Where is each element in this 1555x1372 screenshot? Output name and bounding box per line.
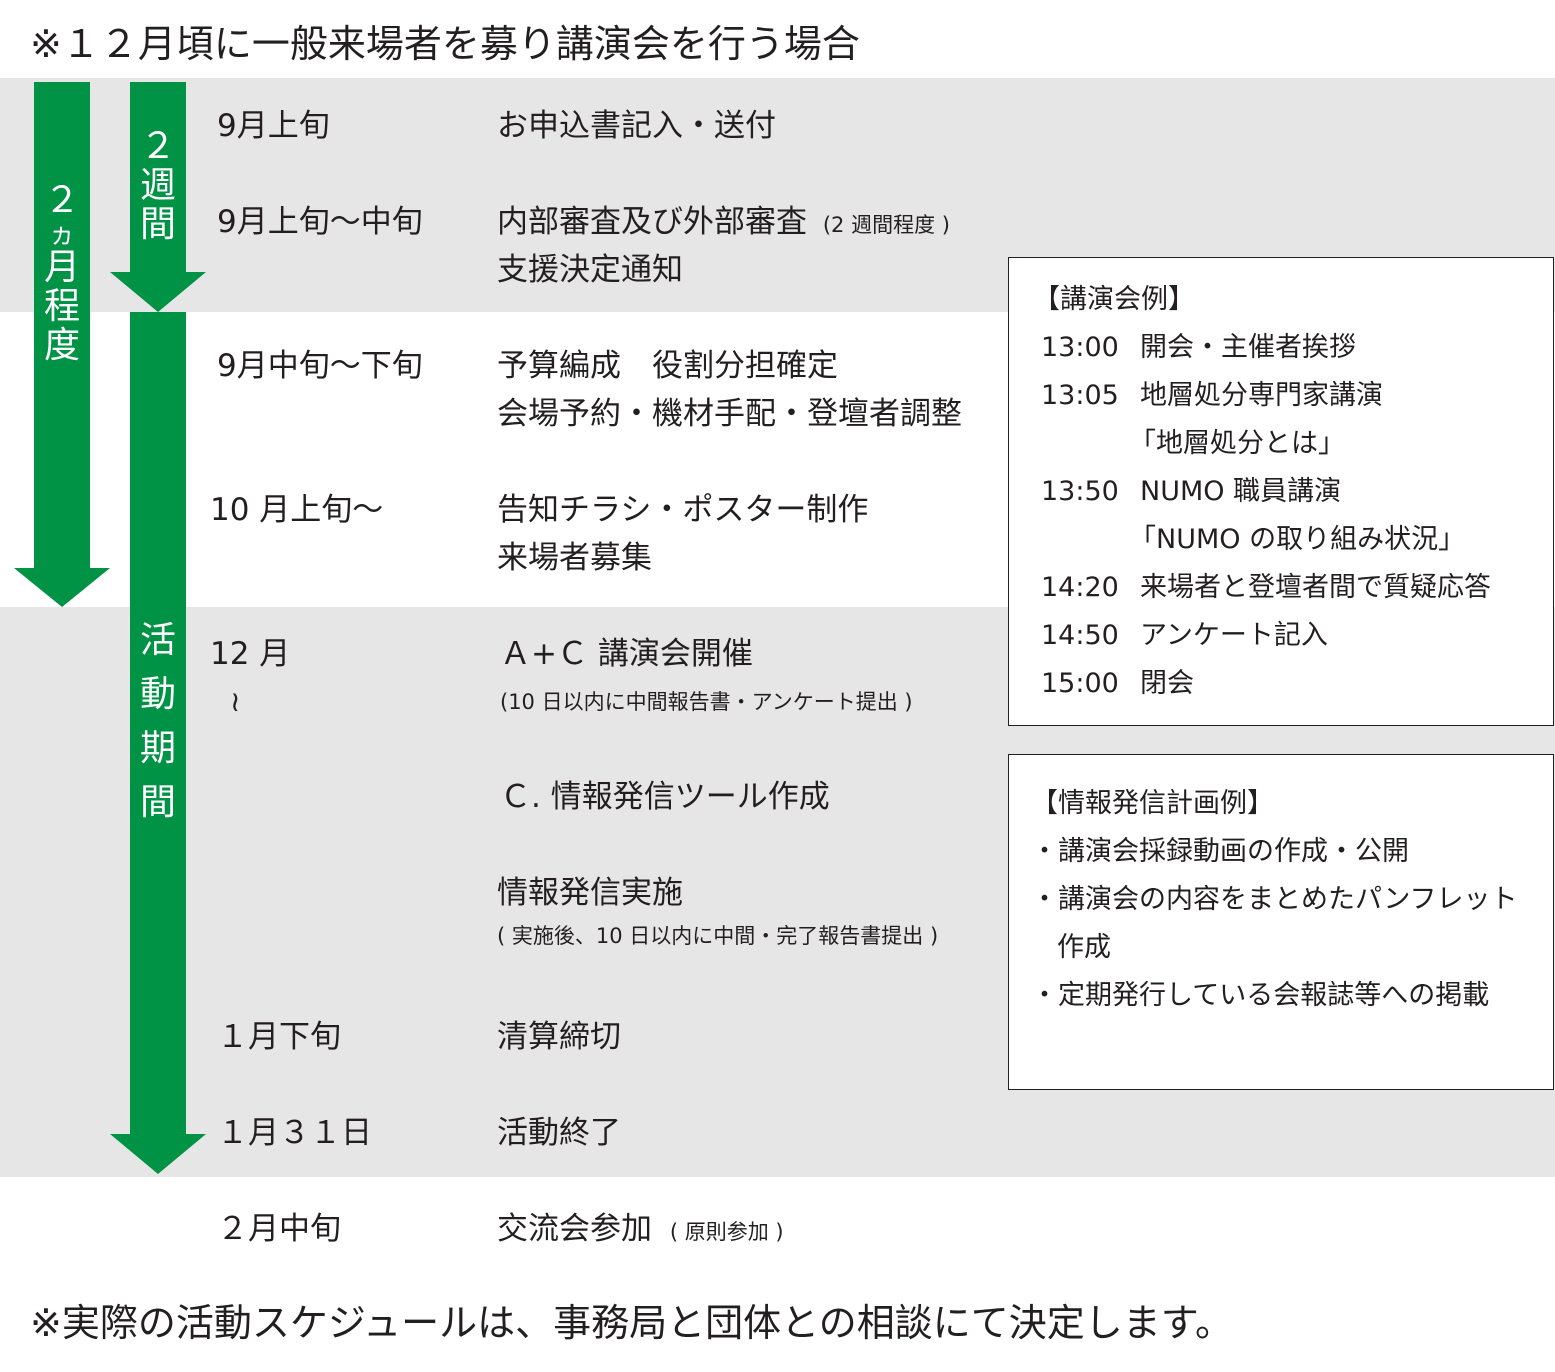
activity-note: (2 週間程度 ) (822, 213, 950, 237)
row-activity-secondary: 会場予約・機材手配・登壇者調整 (497, 396, 962, 432)
lecture-time: 13:50 (1041, 476, 1119, 507)
row-activity-secondary: 来場者募集 (497, 540, 652, 576)
row-activity: 活動終了 (497, 1115, 621, 1151)
lecture-time: 15:00 (1041, 668, 1119, 699)
row-activity: 情報発信実施 (497, 875, 683, 911)
row-date: 10 月上旬〜 (210, 492, 384, 528)
lecture-time: 13:00 (1041, 332, 1119, 363)
lecture-time: 14:50 (1041, 620, 1119, 651)
row-date: 9月上旬 (217, 108, 330, 144)
row-activity: お申込書記入・送付 (497, 108, 776, 144)
row-activity: 告知チラシ・ポスター制作 (497, 492, 869, 528)
lecture-time: 14:20 (1041, 572, 1119, 603)
row-activity: 予算編成 役割分担確定 (497, 348, 838, 384)
info-item: ・講演会の内容をまとめたパンフレット (1031, 884, 1518, 915)
activity-text: 交流会参加 (497, 1211, 652, 1247)
row-date: １月下旬 (217, 1019, 341, 1055)
two-months-arrow (14, 82, 110, 607)
row-date: 9月中旬〜下旬 (217, 348, 423, 384)
lecture-item: 閉会 (1140, 668, 1194, 699)
lecture-item: 「NUMO の取り組み状況」 (1129, 524, 1466, 555)
activity-note: ( 原則参加 ) (669, 1220, 784, 1244)
row-date: ２月中旬 (217, 1211, 341, 1247)
row-activity: 内部審査及び外部審査 (2 週間程度 ) (497, 207, 950, 238)
activity-note: (10 日以内に中間報告書・アンケート提出 ) (500, 690, 913, 714)
lecture-item: アンケート記入 (1140, 620, 1328, 651)
activity-text: 内部審査及び外部審査 (497, 204, 807, 240)
lecture-item: 「地層処分とは」 (1129, 428, 1345, 459)
lecture-example-box: 【講演会例】 13:00 開会・主催者挨拶 13:05 地層処分専門家講演 「地… (1008, 257, 1554, 726)
range-mark: ≀ (230, 685, 241, 718)
row-date: 12 月 (210, 636, 291, 672)
two-months-label: ２ ヵ 月 程 度 (43, 180, 80, 366)
activity-note: ( 実施後、10 日以内に中間・完了報告書提出 ) (497, 924, 939, 948)
two-weeks-label: ２ 週 間 (139, 126, 176, 245)
page-title: ※１２月頃に一般来場者を募り講演会を行う場合 (30, 22, 860, 66)
lecture-time: 13:05 (1041, 380, 1119, 411)
row-date: １月３１日 (217, 1115, 372, 1151)
lecture-item: 開会・主催者挨拶 (1140, 332, 1356, 363)
info-item: 作成 (1057, 932, 1111, 963)
footer-note: ※実際の活動スケジュールは、事務局と団体との相談にて決定します。 (30, 1301, 1234, 1345)
info-plan-example-box: 【情報発信計画例】 ・講演会採録動画の作成・公開 ・講演会の内容をまとめたパンフ… (1008, 754, 1554, 1090)
row-activity-secondary: 支援決定通知 (497, 252, 683, 288)
activity-period-label: 活 動 期 間 (139, 620, 176, 823)
row-activity: Ｃ. 情報発信ツール作成 (500, 779, 830, 815)
row-date: 9月上旬〜中旬 (217, 204, 423, 240)
activity-period-arrow (110, 312, 206, 1174)
lecture-item: 地層処分専門家講演 (1140, 380, 1383, 411)
lecture-item: NUMO 職員講演 (1140, 476, 1342, 507)
row-activity: Ａ+Ｃ 講演会開催 (500, 636, 753, 672)
row-activity: 交流会参加 ( 原則参加 ) (497, 1214, 784, 1245)
lecture-box-title: 【講演会例】 (1033, 284, 1195, 315)
info-item: ・講演会採録動画の作成・公開 (1031, 836, 1409, 867)
two-weeks-arrow (110, 82, 206, 312)
info-item: ・定期発行している会報誌等への掲載 (1031, 980, 1490, 1011)
info-box-title: 【情報発信計画例】 (1031, 788, 1274, 819)
row-activity: 清算締切 (497, 1019, 621, 1055)
lecture-item: 来場者と登壇者間で質疑応答 (1140, 572, 1491, 603)
